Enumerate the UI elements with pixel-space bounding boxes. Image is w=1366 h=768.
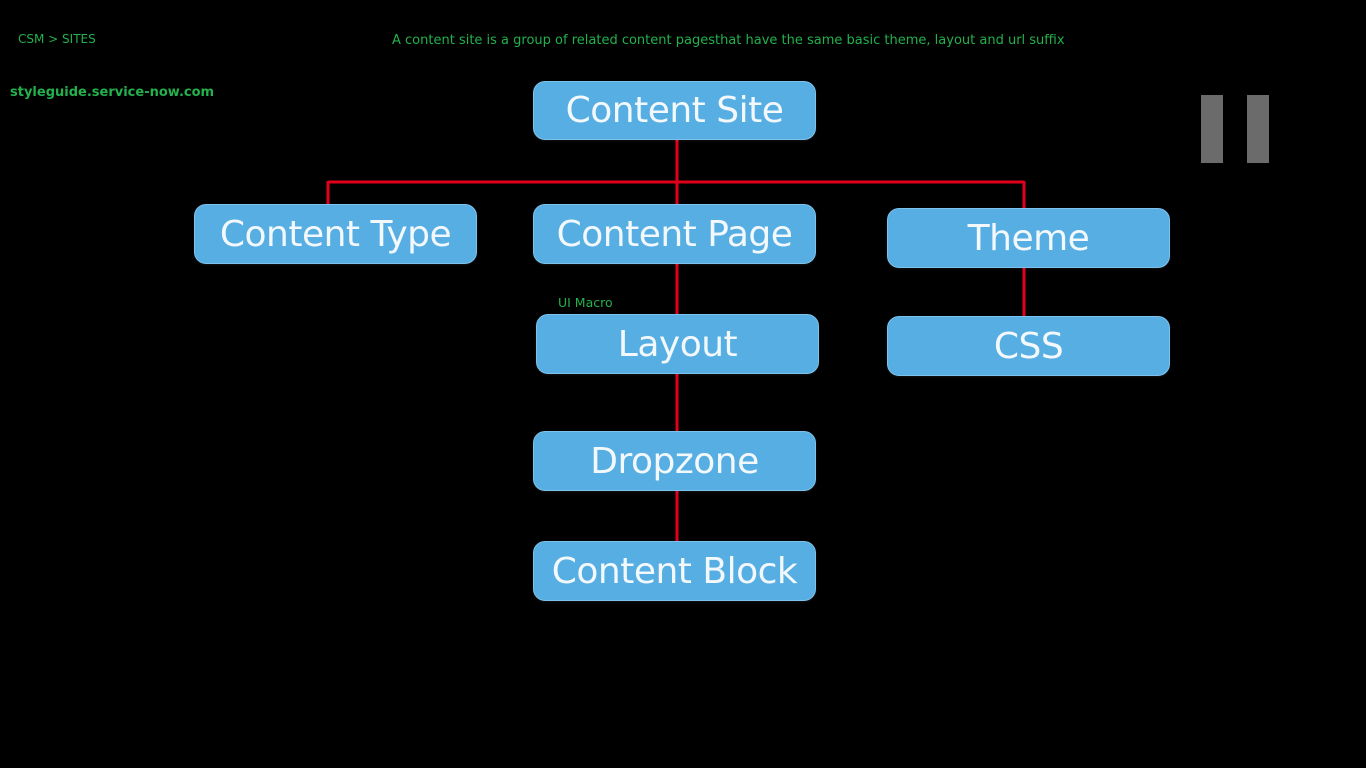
pause-icon-bar-right xyxy=(1247,95,1269,163)
slide-subtitle: A content site is a group of related con… xyxy=(392,33,1065,48)
node-content-site: Content Site xyxy=(533,81,816,140)
site-url: styleguide.service-now.com xyxy=(10,85,215,100)
node-content-block: Content Block xyxy=(533,541,816,601)
node-css: CSS xyxy=(887,316,1170,376)
node-layout: Layout xyxy=(536,314,819,374)
edge-label-ui-macro: UI Macro xyxy=(558,295,613,310)
pause-icon-bar-left xyxy=(1201,95,1223,163)
node-content-page: Content Page xyxy=(533,204,816,264)
node-dropzone: Dropzone xyxy=(533,431,816,491)
breadcrumb: CSM > SITES xyxy=(18,32,96,46)
node-content-type: Content Type xyxy=(194,204,477,264)
node-theme: Theme xyxy=(887,208,1170,268)
